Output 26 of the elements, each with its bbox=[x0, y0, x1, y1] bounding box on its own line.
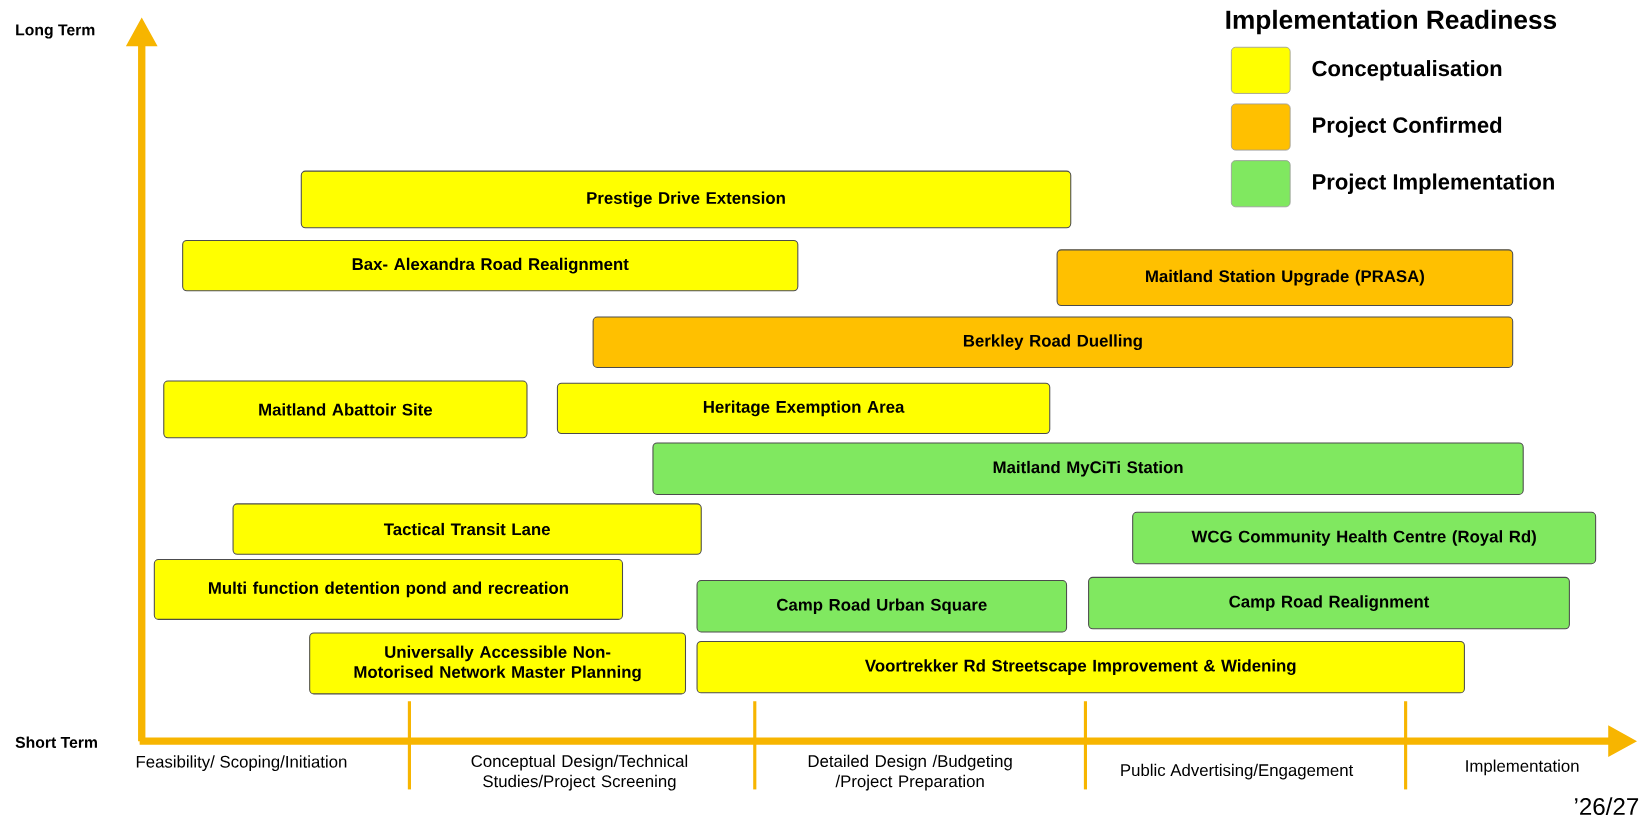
project-bar: Heritage Exemption Area bbox=[556, 382, 1051, 435]
stage-label: Implementation bbox=[1466, 759, 1579, 776]
project-bar: Bax- Alexandra Road Realignment bbox=[182, 239, 799, 292]
project-bar: Prestige Drive Extension bbox=[300, 170, 1072, 229]
stage-label: Feasibility/ Scoping/Initiation bbox=[136, 755, 347, 771]
legend-label: Project Implementation bbox=[1313, 173, 1554, 194]
project-bar: Universally Accessible Non-Motorised Network Master Planning bbox=[309, 632, 687, 695]
project-bar: Camp Road Urban Square bbox=[696, 580, 1068, 633]
legend-label: Conceptualisation bbox=[1312, 60, 1502, 81]
project-bar: Maitland Abattoir Site bbox=[163, 380, 528, 439]
stage-label: Public Advertising/Engagement bbox=[1121, 763, 1354, 780]
year-label: ’26/27 bbox=[1575, 797, 1639, 816]
axis-label: Long Term bbox=[16, 24, 95, 39]
stage-label: Conceptual Design/Technical Studies/Project Screening bbox=[471, 754, 688, 791]
axis-label: Short Term bbox=[15, 736, 97, 748]
project-bar: Berkley Road Duelling bbox=[592, 316, 1514, 368]
project-bar: Maitland Station Upgrade (PRASA) bbox=[1056, 249, 1514, 306]
legend-title: Implementation Readiness bbox=[1226, 9, 1557, 35]
project-bar: Tactical Transit Lane bbox=[232, 503, 702, 555]
project-bar: Multi function detention pond and recreation bbox=[153, 559, 624, 620]
stage-label: Detailed Design /Budgeting /Project Preparation bbox=[808, 754, 1012, 791]
legend-label: Project Confirmed bbox=[1313, 116, 1502, 138]
project-bar: WCG Community Health Centre (Royal Rd) bbox=[1132, 511, 1597, 565]
project-bar: Camp Road Realignment bbox=[1088, 576, 1570, 630]
project-bar: Voortrekker Rd Streetscape Improvement & Widening bbox=[696, 640, 1465, 694]
project-bar: Maitland MyCiTi Station bbox=[652, 442, 1524, 495]
